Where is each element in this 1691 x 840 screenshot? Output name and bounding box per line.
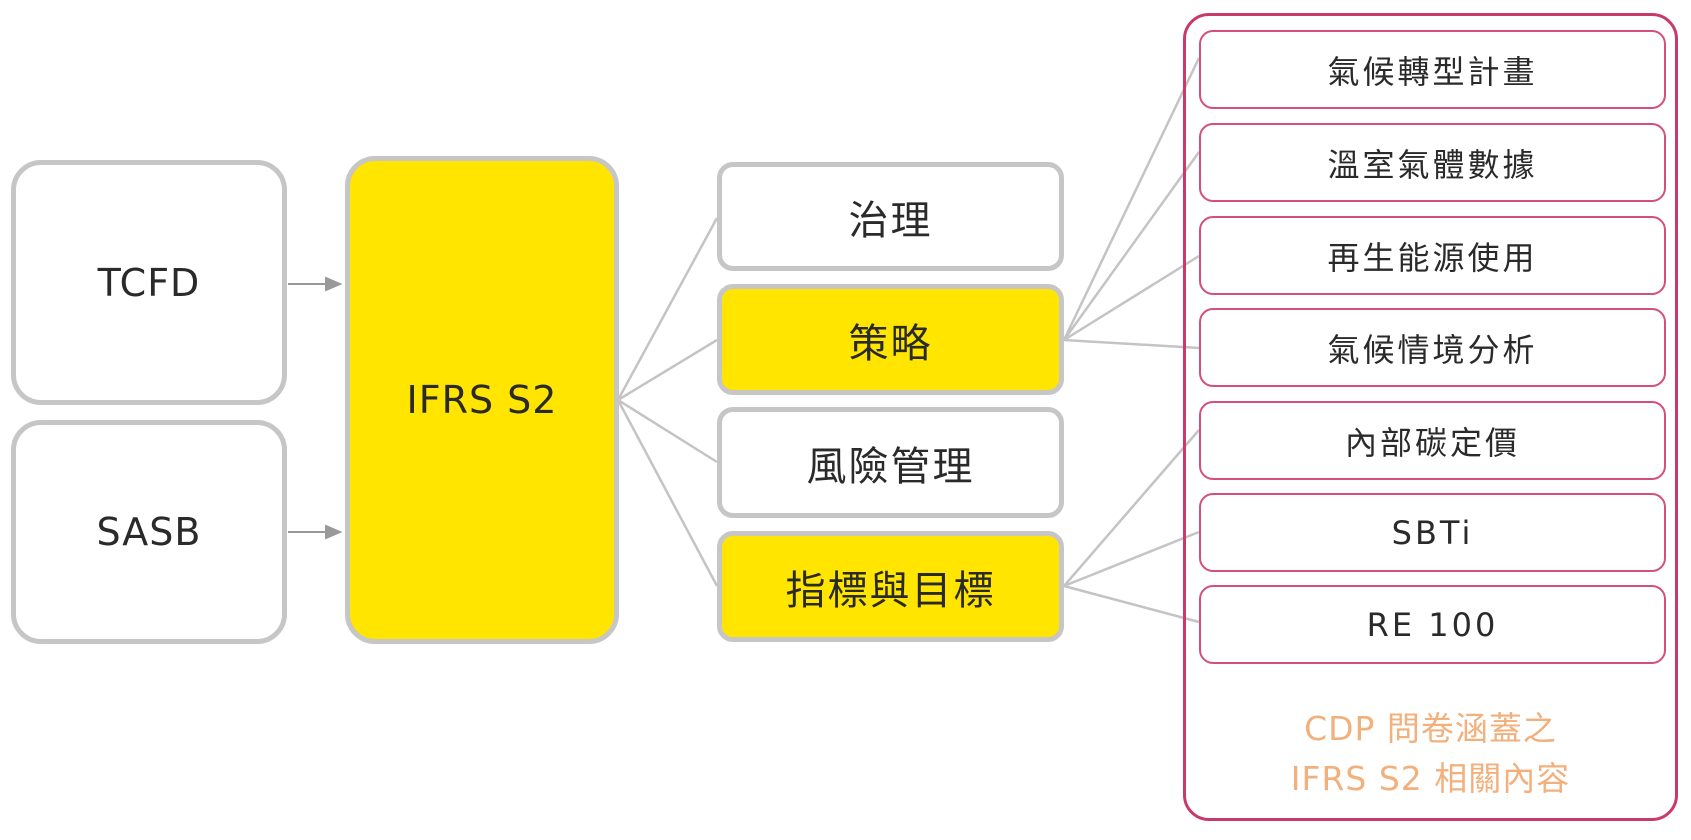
pillar-label: 風險管理 [806, 443, 975, 490]
connector-line [1062, 151, 1201, 341]
connector-line [1063, 254, 1200, 342]
cdp-item: 溫室氣體數據 [1199, 123, 1666, 202]
connector-line [616, 217, 719, 401]
connector-line [1063, 338, 1200, 350]
connector-line [1063, 530, 1200, 588]
connector-line [617, 398, 718, 464]
pillar-risk-management: 風險管理 [717, 407, 1064, 518]
pillar-label: 策略 [848, 320, 933, 367]
connector-line [617, 338, 718, 402]
source-label: TCFD [97, 260, 201, 305]
cdp-caption-line-2: IFRS S2 相關內容 [1290, 759, 1571, 798]
cdp-item: 再生能源使用 [1199, 216, 1666, 295]
pillar-strategy: 策略 [717, 284, 1064, 395]
cdp-item: 內部碳定價 [1199, 401, 1666, 480]
pillar-label: 指標與目標 [785, 567, 996, 614]
cdp-item: 氣候情境分析 [1199, 308, 1666, 387]
connector-line [616, 399, 719, 587]
center-ifrs-s2: IFRS S2 [345, 156, 619, 644]
center-label: IFRS S2 [406, 378, 558, 422]
arrow-head-icon [325, 276, 343, 292]
source-sasb: SASB [11, 420, 287, 644]
cdp-item: RE 100 [1199, 585, 1666, 664]
source-label: SASB [96, 510, 202, 554]
connector-line [1063, 584, 1200, 624]
pillar-metrics-targets: 指標與目標 [717, 531, 1064, 642]
connector-line [1062, 57, 1201, 341]
cdp-group [1183, 13, 1678, 821]
pillar-label: 治理 [848, 197, 933, 244]
source-tcfd: TCFD [11, 160, 287, 405]
cdp-item: 氣候轉型計畫 [1199, 30, 1666, 109]
pillar-governance: 治理 [717, 162, 1064, 271]
arrow-head-icon [325, 524, 343, 540]
cdp-item: SBTi [1199, 493, 1666, 572]
cdp-caption-line-1: CDP 問卷涵蓋之 [1304, 709, 1557, 748]
connector-line [1063, 429, 1200, 587]
